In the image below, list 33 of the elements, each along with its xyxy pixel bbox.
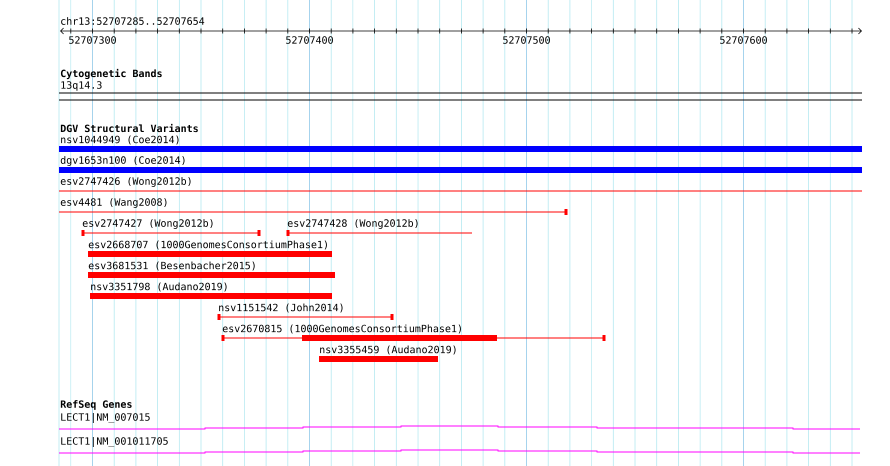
node-label: esv4481 (Wang2008): [60, 198, 166, 208]
tick-label: 52707300: [69, 36, 116, 44]
variant-track: esv2747426 (Wong2012b): [58, 177, 862, 192]
gene-track: LECT1|NM_007015: [58, 413, 860, 430]
region-label: chr13:52707285..52707654: [61, 17, 204, 25]
track-title: RefSeq Genes: [60, 400, 132, 410]
node-label: dgv1653n100 (Coe2014): [60, 156, 185, 166]
node-label: esv2747428 (Wong2012b): [288, 219, 418, 229]
variant-track: esv2668707 (1000GenomesConsortiumPhase1): [88, 240, 332, 257]
node-label: esv2668707 (1000GenomesConsortiumPhase1): [88, 240, 327, 250]
node-label: nsv1044949 (Coe2014): [61, 136, 179, 144]
variant-track: esv4481 (Wang2008): [58, 198, 568, 215]
variant-track: nsv3351798 (Audano2019): [90, 282, 332, 299]
gene-track: LECT1|NM_001011705: [58, 437, 860, 454]
node-label: nsv3355459 (Audano2019): [320, 346, 456, 354]
tick-label: 52707600: [720, 36, 767, 44]
variant-track: nsv1151542 (John2014): [218, 304, 394, 320]
cytoband-track: 13q14.3: [58, 81, 862, 100]
variant-track: esv2670815 (1000GenomesConsortiumPhase1): [222, 324, 606, 341]
node-label: nsv3351798 (Audano2019): [91, 282, 227, 292]
variant-track: esv2747428 (Wong2012b): [286, 219, 472, 236]
node-label: esv2747427 (Wong2012b): [82, 219, 213, 229]
track-title: DGV Structural Variants: [60, 124, 198, 132]
variant-track: dgv1653n100 (Coe2014): [59, 156, 862, 173]
variant-track: nsv1044949 (Coe2014): [59, 136, 862, 152]
variant-track: esv3681531 (Besenbacher2015): [88, 262, 335, 278]
node-label: esv3681531 (Besenbacher2015): [88, 262, 255, 270]
node-label: esv2670815 (1000GenomesConsortiumPhase1): [222, 324, 461, 334]
tick-label: 52707500: [503, 36, 550, 44]
variant-track: esv2747427 (Wong2012b): [82, 219, 260, 236]
tick-label: 52707400: [286, 36, 333, 44]
variant-track: nsv3355459 (Audano2019): [319, 346, 456, 362]
node-label: nsv1151542 (John2014): [219, 304, 343, 312]
